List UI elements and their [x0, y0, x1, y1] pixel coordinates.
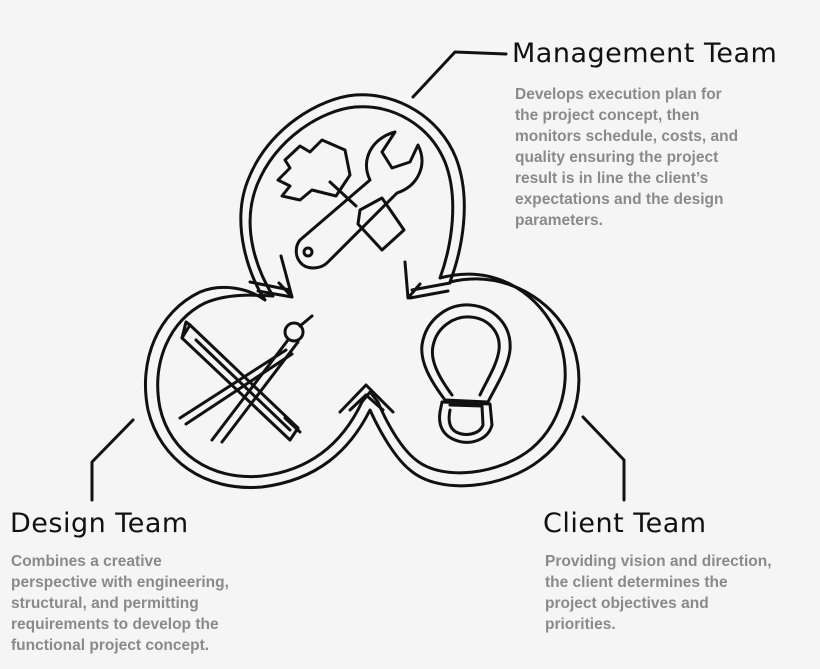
design-description-line: requirements to develop the: [11, 616, 219, 633]
management-description-line: expectations and the design: [515, 191, 724, 208]
client-description-line: priorities.: [545, 616, 616, 633]
management-description-line: Develops execution plan for: [515, 86, 722, 103]
client-description-line: Providing vision and direction,: [545, 553, 772, 570]
client-leader-line: [581, 415, 626, 502]
management-description: Develops execution plan for the project …: [515, 84, 738, 231]
arrow-right-icon: [403, 260, 452, 300]
design-description-line: functional project concept.: [11, 637, 210, 654]
design-title: Design Team: [10, 508, 189, 539]
management-title: Management Team: [512, 38, 778, 69]
management-description-line: result is in line the client’s: [515, 170, 709, 187]
arrow-up-icon: [338, 383, 395, 414]
design-description: Combines a creative perspective with eng…: [11, 551, 229, 656]
wrench-icon: [294, 130, 424, 270]
client-description-line: the client determines the: [545, 574, 728, 591]
design-description-line: structural, and permitting: [11, 595, 199, 612]
design-leader-line: [90, 418, 135, 502]
design-description-line: perspective with engineering,: [11, 574, 229, 591]
compass-icon: [178, 314, 314, 444]
management-description-line: monitors schedule, costs, and: [515, 128, 739, 145]
client-description-line: project objectives and: [545, 595, 709, 612]
management-description-line: the project concept, then: [515, 107, 700, 124]
management-description-line: parameters.: [515, 212, 603, 229]
pencil-icon: [180, 320, 302, 442]
hammer-icon: [276, 138, 406, 252]
management-description-line: quality ensuring the project: [515, 149, 719, 166]
management-leader-line: [411, 50, 508, 99]
lightbulb-icon: [420, 303, 512, 444]
design-description-line: Combines a creative: [11, 553, 162, 570]
trefoil-outline: [143, 93, 581, 490]
arrow-left-icon: [248, 254, 294, 299]
client-description: Providing vision and direction, the clie…: [545, 551, 772, 635]
client-title: Client Team: [543, 508, 707, 539]
